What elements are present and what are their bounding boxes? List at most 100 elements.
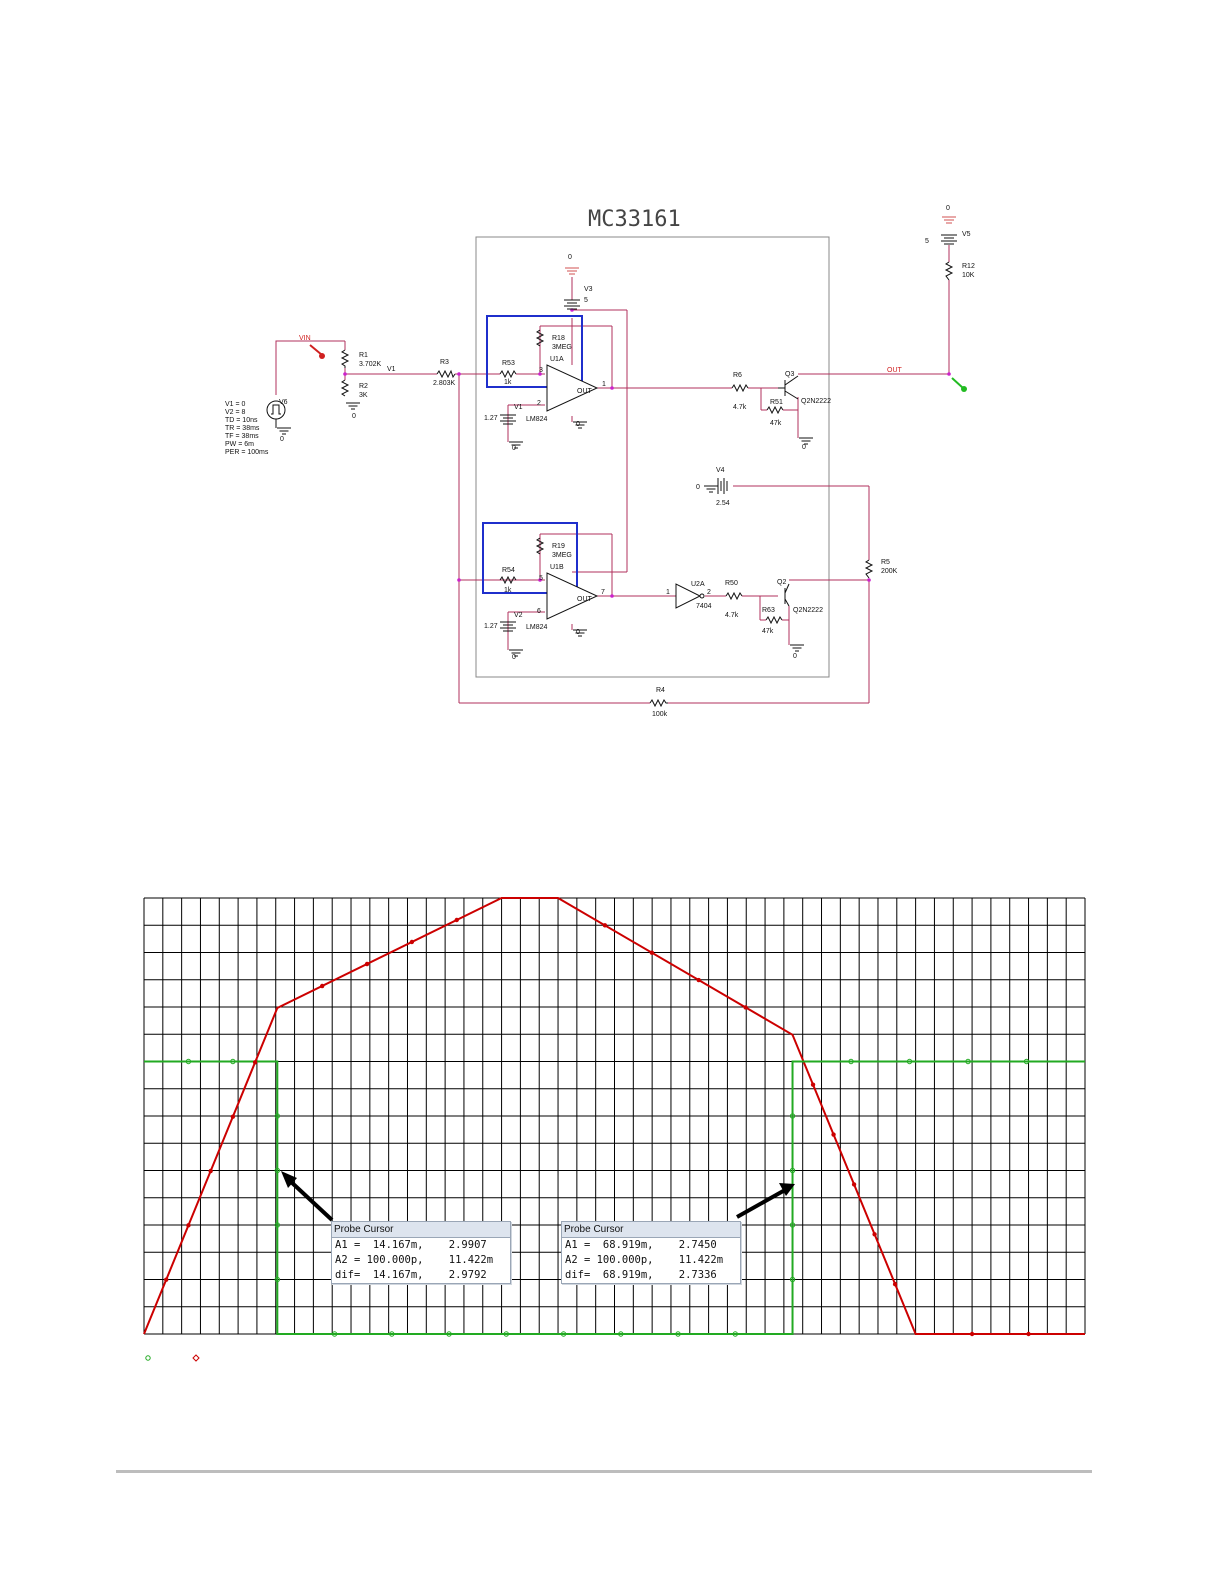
v3-name: V3: [584, 286, 593, 293]
data-point: [675, 1331, 681, 1337]
probe-cursor-title: Probe Cursor: [562, 1222, 740, 1238]
transistor-symbols: [778, 375, 799, 607]
r54-name: R54: [502, 567, 515, 574]
r12-name: R12: [962, 263, 975, 270]
v1-name: V1: [514, 404, 523, 411]
data-point: [618, 1331, 624, 1337]
r12-value: 10K: [962, 272, 975, 279]
v4-name: V4: [716, 467, 725, 474]
q3-model: Q2N2222: [801, 398, 831, 405]
right-cursor-arrow: [736, 1188, 786, 1219]
r3-value: 2.803K: [433, 380, 456, 387]
u1b-name: U1B: [550, 564, 564, 571]
v6-param: PER = 100ms: [225, 449, 269, 456]
u1b-pin6: 6: [537, 608, 541, 615]
data-point: [602, 923, 608, 928]
v6-param: V1 = 0: [225, 401, 246, 408]
r2-value: 3K: [359, 392, 368, 399]
pulse-source-v6: [266, 400, 286, 428]
r1-value: 3.702K: [359, 361, 382, 368]
data-point: [649, 950, 655, 955]
cursor-arrows: [281, 1171, 795, 1222]
data-point: [230, 1114, 236, 1119]
opamp-symbols: [546, 364, 705, 620]
r51-value: 47k: [770, 420, 782, 427]
probe-cursor-box-1[interactable]: Probe Cursor A1 = 14.167m, 2.9907 A2 = 1…: [331, 1221, 511, 1284]
plot-markers: [164, 917, 1031, 1337]
probe-cursor-row-a2: A2 = 100.000p, 11.422m: [565, 1254, 724, 1266]
r4-name: R4: [656, 687, 665, 694]
resistor-symbols: [340, 261, 954, 708]
v1-value: 1.27: [484, 415, 498, 422]
ground-label: 0: [352, 413, 356, 420]
v2-value: 1.27: [484, 623, 498, 630]
v5-ground-label: 0: [946, 205, 950, 212]
left-cursor-arrowhead: [281, 1171, 297, 1188]
r53-name: R53: [502, 360, 515, 367]
v6-name: V6: [279, 399, 288, 406]
v6-param: TF = 38ms: [225, 433, 259, 440]
data-point: [872, 1232, 877, 1237]
probe-cursor-title: Probe Cursor: [332, 1222, 510, 1238]
v3-ground-label: 0: [568, 254, 572, 261]
u1b-pin5: 5: [539, 575, 543, 582]
data-point: [185, 1058, 192, 1065]
data-point: [831, 1132, 836, 1137]
v5-name: V5: [962, 231, 971, 238]
data-point: [274, 1167, 281, 1174]
v4-ground-label: 0: [696, 484, 700, 491]
u1b-pin7: 7: [601, 589, 605, 596]
q2-name: Q2: [777, 579, 786, 586]
r50-name: R50: [725, 580, 738, 587]
chip-outline: [475, 236, 830, 678]
supply-ground-symbols: [565, 216, 956, 275]
data-point: [274, 1113, 281, 1119]
data-point: [969, 1331, 975, 1337]
r3-name: R3: [440, 359, 449, 366]
data-point: [789, 1222, 796, 1228]
battery-symbols: [500, 234, 957, 632]
right-cursor-arrowhead: [779, 1183, 795, 1196]
data-point: [164, 1277, 169, 1282]
waveform-plot: [143, 897, 1086, 1362]
data-point: [274, 1222, 281, 1228]
q2-ground-label: 0: [793, 653, 797, 660]
q3-ground-label: 0: [802, 444, 806, 451]
data-point: [454, 917, 459, 923]
data-point: [208, 1168, 213, 1174]
data-point: [848, 1058, 854, 1065]
probe-cursor-box-2[interactable]: Probe Cursor A1 = 68.919m, 2.7450 A2 = 1…: [561, 1221, 741, 1284]
data-point: [789, 1113, 796, 1119]
r6-value: 4.7k: [733, 404, 747, 411]
v5-value: 5: [925, 238, 929, 245]
probe-cursor-row-a2: A2 = 100.000p, 11.422m: [335, 1254, 494, 1266]
v6-param: TR = 38ms: [225, 425, 260, 432]
probe-cursor-row-a1: A1 = 68.919m, 2.7450: [565, 1239, 717, 1251]
r19-value: 3MEG: [552, 552, 572, 559]
q3-name: Q3: [785, 371, 794, 378]
u2a-name: U2A: [691, 581, 705, 588]
r63-value: 47k: [762, 628, 774, 635]
legend-marker-red: [192, 1354, 200, 1362]
u2a-pin1: 1: [666, 589, 670, 596]
schematic-title: MC33161: [588, 207, 681, 232]
r51-name: R51: [770, 399, 783, 406]
probe-cursor-row-dif: dif= 14.167m, 2.9792: [335, 1269, 487, 1281]
u1a-pin3: 3: [539, 367, 543, 374]
u2a-model: 7404: [696, 603, 712, 610]
data-point: [1023, 1058, 1030, 1065]
data-point: [789, 1276, 796, 1283]
r63-name: R63: [762, 607, 775, 614]
u1b-out-label: OUT: [577, 596, 593, 603]
net-label-vin: VIN: [299, 335, 311, 342]
data-point: [409, 939, 415, 945]
data-point: [389, 1331, 395, 1337]
r1-name: R1: [359, 352, 368, 359]
r6-name: R6: [733, 372, 742, 379]
v6-param: V2 = 8: [225, 409, 246, 416]
data-point: [851, 1182, 857, 1187]
r53-value: 1k: [504, 379, 512, 386]
data-point: [732, 1331, 738, 1337]
v6-ground-label: 0: [280, 436, 284, 443]
r54-value: 1k: [504, 587, 512, 594]
